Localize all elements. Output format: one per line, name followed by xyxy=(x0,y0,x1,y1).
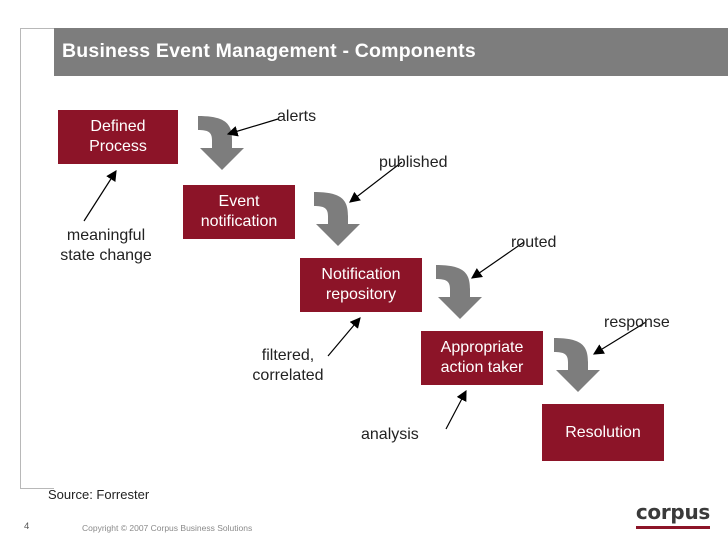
box-notification-repository-label: Notification repository xyxy=(321,266,401,303)
box-event-notification: Event notification xyxy=(183,185,295,239)
elbow-arrow-4 xyxy=(554,338,600,392)
elbow-arrow-3 xyxy=(436,265,482,319)
elbow-arrow-2 xyxy=(314,192,360,246)
box-resolution-label: Resolution xyxy=(565,423,641,441)
box-defined-process: Defined Process xyxy=(58,110,178,164)
pointer-alerts xyxy=(226,118,279,137)
logo-underline xyxy=(636,526,710,529)
box-notification-repository: Notification repository xyxy=(300,258,422,312)
label-meaningful-state-change: meaningful state change xyxy=(60,227,152,264)
box-resolution: Resolution xyxy=(542,404,664,461)
pointer-meaningful-state-change xyxy=(83,169,117,222)
label-routed: routed xyxy=(511,234,557,251)
page-number: 4 xyxy=(24,521,30,532)
pointer-filtered-correlated xyxy=(327,317,361,357)
label-filtered-correlated: filtered, correlated xyxy=(252,347,324,384)
label-response: response xyxy=(604,314,670,331)
pointer-response xyxy=(592,321,647,355)
box-event-notification-label: Event notification xyxy=(200,193,278,230)
corpus-logo: corpus xyxy=(636,500,710,529)
label-analysis: analysis xyxy=(361,426,419,443)
label-published: published xyxy=(379,154,448,171)
frame-line-top xyxy=(20,28,54,29)
copyright-note: Copyright © 2007 Corpus Business Solutio… xyxy=(82,523,253,533)
title-bar xyxy=(54,28,728,76)
box-appropriate-action-taker: Appropriate action taker xyxy=(421,331,543,385)
pointer-routed xyxy=(471,241,525,279)
page-title: Business Event Management - Components xyxy=(62,40,476,62)
pointer-published xyxy=(349,161,403,203)
logo-wordmark: corpus xyxy=(635,500,710,524)
frame-line-bottom xyxy=(20,488,54,489)
pointer-analysis xyxy=(445,389,467,430)
label-alerts: alerts xyxy=(277,108,317,125)
elbow-arrow-1 xyxy=(198,116,244,170)
box-defined-process-label: Defined Process xyxy=(89,118,147,155)
box-appropriate-action-taker-label: Appropriate action taker xyxy=(440,339,524,376)
source-note: Source: Forrester xyxy=(48,487,150,502)
frame-line-left xyxy=(20,28,21,488)
